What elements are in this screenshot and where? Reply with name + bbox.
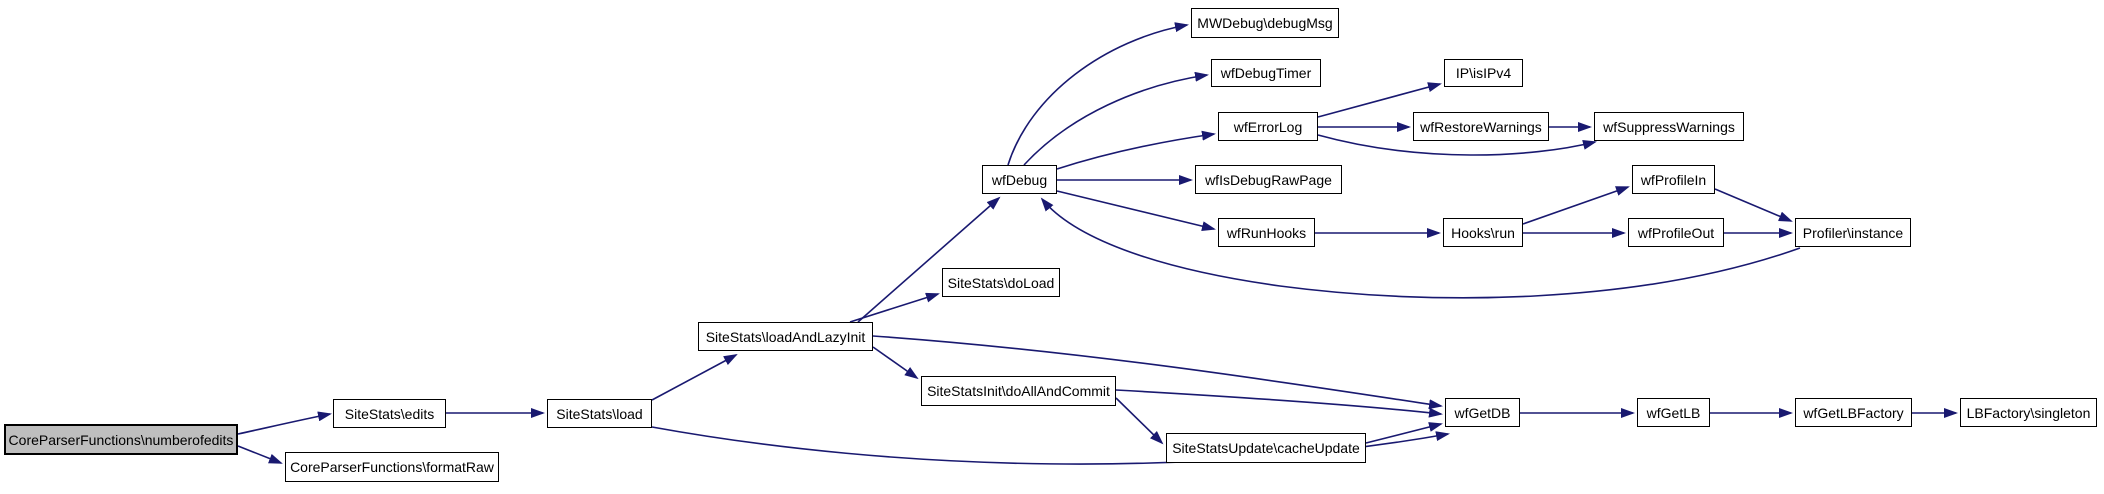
edge-numberofedits-to-formatRaw xyxy=(237,445,283,464)
node-wfGetLBFactory[interactable]: wfGetLBFactory xyxy=(1795,398,1912,427)
node-lbfSingleton[interactable]: LBFactory\singleton xyxy=(1960,398,2097,427)
edge-loadAndLazyInit-to-doAllAndCommit xyxy=(872,346,919,380)
node-wfDebug[interactable]: wfDebug xyxy=(982,165,1057,194)
edge-doAllAndCommit-to-wfGetDB xyxy=(1115,389,1443,418)
edge-cacheUpdate-to-wfGetDB xyxy=(1365,422,1443,444)
node-doAllAndCommit[interactable]: SiteStatsInit\doAllAndCommit xyxy=(921,376,1116,406)
node-load[interactable]: SiteStats\load xyxy=(547,399,652,428)
edge-wfErrorLog-to-isIPv4 xyxy=(1317,82,1442,118)
node-suppressWarnings[interactable]: wfSuppressWarnings xyxy=(1594,112,1744,141)
edge-hooksRun-to-profileIn xyxy=(1522,186,1630,225)
node-wfGetLB[interactable]: wfGetLB xyxy=(1637,398,1710,427)
edge-loadAndLazyInit-to-wfGetDB xyxy=(872,335,1443,410)
edge-loadAndLazyInit-to-wfDebug xyxy=(857,196,1001,323)
node-hooksRun[interactable]: Hooks\run xyxy=(1443,218,1523,247)
node-profileOut[interactable]: wfProfileOut xyxy=(1628,218,1724,247)
node-isIPv4[interactable]: IP\isIPv4 xyxy=(1444,59,1523,87)
node-loadAndLazyInit[interactable]: SiteStats\loadAndLazyInit xyxy=(698,322,873,351)
edge-profilerInstance-to-wfDebug xyxy=(1040,197,1801,299)
node-profilerInstance[interactable]: Profiler\instance xyxy=(1795,218,1911,247)
edge-numberofedits-to-edits xyxy=(237,411,332,435)
node-wfGetDB[interactable]: wfGetDB xyxy=(1445,398,1520,427)
node-isDebugRawPage[interactable]: wfIsDebugRawPage xyxy=(1195,165,1342,194)
edge-doAllAndCommit-to-cacheUpdate xyxy=(1115,397,1164,445)
edge-load-to-loadAndLazyInit xyxy=(651,354,738,401)
node-runHooks[interactable]: wfRunHooks xyxy=(1218,218,1315,247)
edge-wfErrorLog-to-suppressWarnings xyxy=(1317,134,1597,156)
node-doLoad[interactable]: SiteStats\doLoad xyxy=(942,268,1060,297)
node-debugMsg[interactable]: MWDebug\debugMsg xyxy=(1191,8,1339,38)
edge-wfDebug-to-wfDebugTimer xyxy=(1023,71,1209,166)
node-restoreWarnings[interactable]: wfRestoreWarnings xyxy=(1413,112,1549,141)
node-edits[interactable]: SiteStats\edits xyxy=(333,399,446,428)
node-cacheUpdate[interactable]: SiteStatsUpdate\cacheUpdate xyxy=(1166,433,1366,463)
node-profileIn[interactable]: wfProfileIn xyxy=(1632,165,1715,194)
edge-wfDebug-to-runHooks xyxy=(1056,190,1216,232)
edge-wfDebug-to-debugMsg xyxy=(1007,22,1189,166)
edge-wfDebug-to-wfErrorLog xyxy=(1056,130,1216,170)
node-numberofedits[interactable]: CoreParserFunctions\numberofedits xyxy=(4,424,238,455)
edge-loadAndLazyInit-to-doLoad xyxy=(849,292,940,323)
node-wfDebugTimer[interactable]: wfDebugTimer xyxy=(1211,59,1321,87)
node-formatRaw[interactable]: CoreParserFunctions\formatRaw xyxy=(285,452,499,482)
edge-profileIn-to-profilerInstance xyxy=(1714,188,1793,222)
node-wfErrorLog[interactable]: wfErrorLog xyxy=(1218,112,1318,141)
